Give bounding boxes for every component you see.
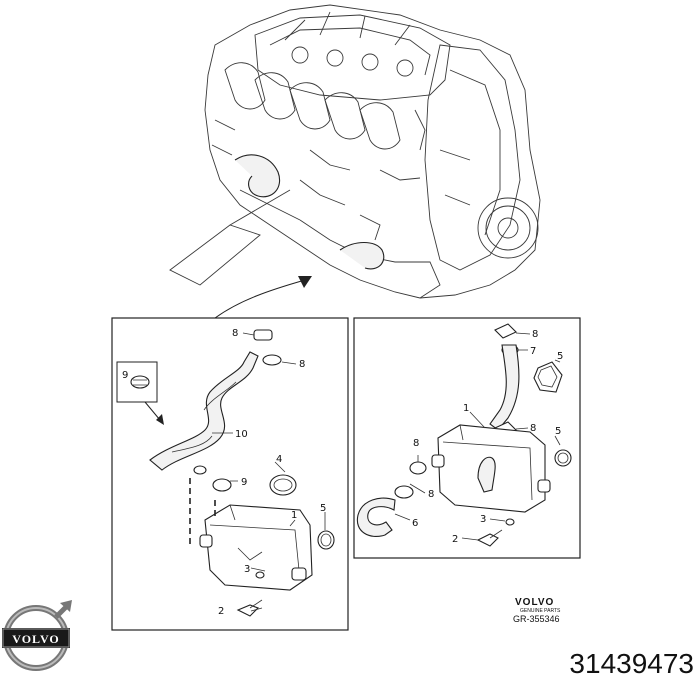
callout-left-3: 3 <box>244 564 250 575</box>
callout-right-8a: 8 <box>532 329 538 340</box>
pointer-arrow <box>214 279 306 319</box>
callout-right-5b: 5 <box>555 426 561 437</box>
callout-left-1: 1 <box>291 510 297 521</box>
o-ring-5 <box>317 530 335 550</box>
pointer-arrowhead <box>298 276 312 288</box>
right-detail-frame <box>353 317 581 559</box>
pipe-7 <box>489 344 520 431</box>
callout-right-8b: 8 <box>530 423 536 434</box>
reference-subtitle: GENUINE PARTS <box>520 608 561 614</box>
callout-right-5a: 5 <box>557 351 563 362</box>
engine-illustration <box>169 4 541 299</box>
clamp-inset-frame <box>116 361 158 403</box>
volvo-logo: VOLVO <box>2 600 72 671</box>
hose-6 <box>356 497 396 537</box>
callout-left-8b: 8 <box>299 359 305 370</box>
callout-left-5: 5 <box>320 503 326 514</box>
callout-right-6: 6 <box>412 518 418 529</box>
callout-right-7: 7 <box>530 346 536 357</box>
part-number: 31439473 <box>569 648 694 679</box>
gasket-5-upper <box>533 361 563 393</box>
callout-right-3: 3 <box>480 514 486 525</box>
left-detail-frame <box>111 317 349 631</box>
callout-left-9a: 9 <box>122 370 128 381</box>
callout-left-8a: 8 <box>232 328 238 339</box>
callout-right-8d: 8 <box>428 489 434 500</box>
gasket-4 <box>269 474 297 496</box>
callout-left-10: 10 <box>235 429 248 440</box>
callout-left-9b: 9 <box>241 477 247 488</box>
callout-right-2: 2 <box>452 534 458 545</box>
hose-10 <box>149 351 259 471</box>
callout-right-1: 1 <box>463 403 469 414</box>
callout-left-4: 4 <box>276 454 282 465</box>
reference-code: GR-355346 <box>513 614 560 624</box>
callout-right-8c: 8 <box>413 438 419 449</box>
logo-wordmark: VOLVO <box>12 632 59 646</box>
reference-brand: VOLVO <box>515 597 555 608</box>
callout-left-2: 2 <box>218 606 224 617</box>
